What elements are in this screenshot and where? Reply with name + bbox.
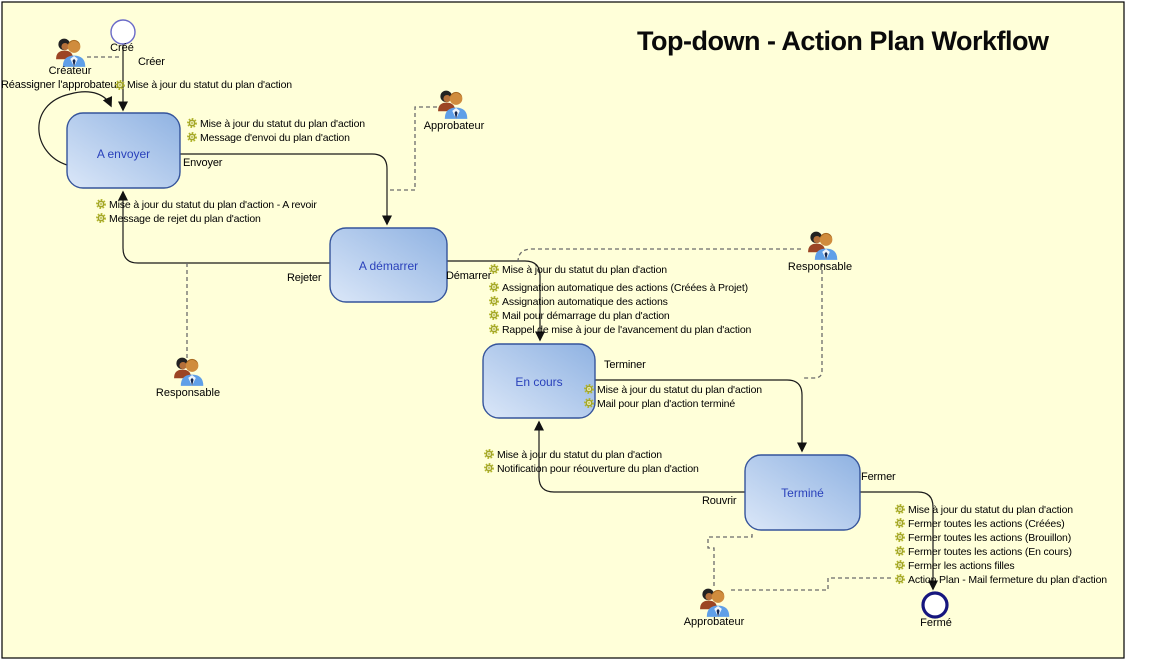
transition-fermer-line[interactable]	[860, 491, 939, 591]
start-node-circle[interactable]	[110, 19, 136, 45]
end-node-circle[interactable]	[921, 591, 949, 619]
transition-rejeter-label: Rejeter	[287, 272, 322, 284]
transition-rejeter-line[interactable]	[117, 190, 330, 264]
state-a-envoyer-label: A envoyer	[97, 147, 150, 161]
actor-approbateur-bottom-label: Approbateur	[684, 616, 745, 628]
action-label: Mise à jour du statut du plan d'action	[497, 449, 662, 461]
association-responsable-terminer-line	[803, 263, 823, 379]
action-item[interactable]: Message de rejet du plan d'action	[96, 213, 261, 225]
state-termine-box[interactable]	[744, 454, 861, 531]
state-a-demarrer-box[interactable]	[329, 227, 448, 303]
association-approbateur-top-line	[389, 106, 437, 191]
action-item[interactable]: Notification pour réouverture du plan d'…	[484, 463, 699, 475]
transition-reassigner-loop[interactable]	[38, 91, 113, 166]
association-approbateur-bottom-right-line	[731, 577, 891, 591]
action-item[interactable]: Mail pour plan d'action terminé	[584, 398, 735, 410]
actor-createur[interactable]: Créateur	[49, 38, 92, 77]
start-node-label: Créé	[110, 42, 134, 54]
state-termine[interactable]: Terminé	[744, 454, 861, 531]
action-item[interactable]: Fermer toutes les actions (Brouillon)	[895, 532, 1071, 544]
transition-envoyer-line[interactable]	[180, 153, 393, 226]
action-item[interactable]: Rappel de mise à jour de l'avancement du…	[489, 324, 752, 336]
action-item[interactable]: Fermer toutes les actions (En cours)	[895, 546, 1072, 558]
action-item[interactable]: Action Plan - Mail fermeture du plan d'a…	[895, 574, 1107, 586]
action-label: Mise à jour du statut du plan d'action	[597, 384, 762, 396]
state-a-envoyer[interactable]: A envoyer	[66, 112, 181, 189]
action-label: Message de rejet du plan d'action	[109, 213, 261, 225]
action-item[interactable]: Assignation automatique des actions	[489, 296, 668, 308]
action-item[interactable]: Message d'envoi du plan d'action	[187, 132, 350, 144]
action-item[interactable]: Mise à jour du statut du plan d'action	[584, 384, 762, 396]
transition-fermer-label: Fermer	[861, 471, 896, 483]
association-approbateur-bottom-up-line	[707, 531, 753, 586]
transition-reassigner-label: Réassigner l'approbateur	[1, 79, 120, 91]
end-node-label: Fermé	[920, 617, 952, 629]
actor-responsable-right[interactable]: Responsable	[788, 231, 852, 273]
start-node[interactable]: Créé	[110, 19, 136, 54]
action-item[interactable]: Mise à jour du statut du plan d'action	[115, 79, 292, 91]
action-label: Fermer toutes les actions (Brouillon)	[908, 532, 1071, 544]
actor-responsable-right-label: Responsable	[788, 261, 852, 273]
action-label: Mise à jour du statut du plan d'action	[502, 264, 667, 276]
transition-envoyer-label: Envoyer	[183, 157, 223, 169]
state-en-cours-label: En cours	[515, 375, 562, 389]
action-item[interactable]: Assignation automatique des actions (Cré…	[489, 282, 748, 294]
actor-approbateur-top-label: Approbateur	[424, 120, 485, 132]
action-item[interactable]: Mise à jour du statut du plan d'action	[187, 118, 365, 130]
action-label: Notification pour réouverture du plan d'…	[497, 463, 699, 475]
action-item[interactable]: Fermer toutes les actions (Créées)	[895, 518, 1065, 530]
action-label: Mail pour plan d'action terminé	[597, 398, 735, 410]
state-termine-label: Terminé	[781, 486, 824, 500]
action-item[interactable]: Mise à jour du statut du plan d'action	[489, 264, 667, 276]
state-a-demarrer-label: A démarrer	[359, 259, 418, 273]
action-item[interactable]: Mise à jour du statut du plan d'action	[484, 449, 662, 461]
state-en-cours[interactable]: En cours	[482, 343, 596, 419]
end-node[interactable]: Fermé	[920, 591, 952, 629]
transition-demarrer-line[interactable]	[447, 260, 546, 342]
action-label: Assignation automatique des actions	[502, 296, 668, 308]
actor-createur-label: Créateur	[49, 65, 92, 77]
transition-creer-label: Créer	[138, 56, 165, 68]
actor-responsable-left[interactable]: Responsable	[156, 357, 220, 399]
state-a-envoyer-box[interactable]	[66, 112, 181, 189]
action-item[interactable]: Mail pour démarrage du plan d'action	[489, 310, 670, 322]
action-item[interactable]: Mise à jour du statut du plan d'action -…	[96, 199, 317, 211]
action-label: Mise à jour du statut du plan d'action	[908, 504, 1073, 516]
action-label: Mise à jour du statut du plan d'action	[127, 79, 292, 91]
actor-approbateur-top[interactable]: Approbateur	[424, 90, 485, 132]
action-label: Fermer les actions filles	[908, 560, 1015, 572]
diagram-title: Top-down - Action Plan Workflow	[637, 26, 1050, 56]
action-label: Mise à jour du statut du plan d'action	[200, 118, 365, 130]
action-label: Mise à jour du statut du plan d'action -…	[109, 199, 317, 211]
transition-rouvrir-label: Rouvrir	[702, 495, 737, 507]
actor-responsable-left-label: Responsable	[156, 387, 220, 399]
action-item[interactable]: Mise à jour du statut du plan d'action	[895, 504, 1073, 516]
state-a-demarrer[interactable]: A démarrer	[329, 227, 448, 303]
diagram-canvas	[1, 1, 1125, 659]
actor-approbateur-bottom[interactable]: Approbateur	[684, 588, 745, 628]
association-responsable-demarrer-line	[517, 248, 801, 263]
transition-terminer-label: Terminer	[604, 359, 646, 371]
action-label: Fermer toutes les actions (Créées)	[908, 518, 1065, 530]
transition-rouvrir-line[interactable]	[533, 420, 745, 493]
action-label: Message d'envoi du plan d'action	[200, 132, 350, 144]
state-en-cours-box[interactable]	[482, 343, 596, 419]
action-label: Rappel de mise à jour de l'avancement du…	[502, 324, 752, 336]
transition-demarrer-label: Démarrer	[446, 270, 492, 282]
action-label: Action Plan - Mail fermeture du plan d'a…	[908, 574, 1107, 586]
transition-terminer-line[interactable]	[595, 379, 808, 453]
action-label: Fermer toutes les actions (En cours)	[908, 546, 1072, 558]
action-label: Assignation automatique des actions (Cré…	[502, 282, 748, 294]
action-label: Mail pour démarrage du plan d'action	[502, 310, 670, 322]
action-item[interactable]: Fermer les actions filles	[895, 560, 1015, 572]
